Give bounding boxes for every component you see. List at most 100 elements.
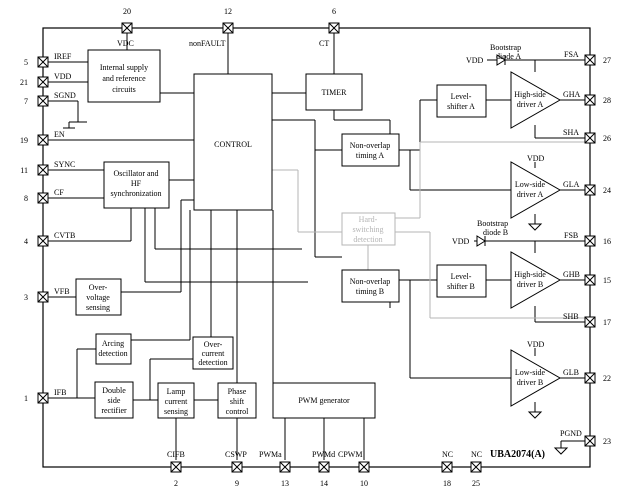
supply-block: Internal supply and reference circuits bbox=[87, 49, 161, 103]
pin-num-sha: 26 bbox=[603, 134, 611, 143]
timer-label: TIMER bbox=[322, 88, 348, 97]
pin-num-fsa: 27 bbox=[603, 56, 611, 65]
osc-label-1: Oscillator and bbox=[113, 169, 158, 178]
pin-name-sync: SYNC bbox=[54, 160, 75, 169]
ground-symbols bbox=[63, 122, 569, 455]
control-block: CONTROL bbox=[193, 73, 273, 211]
vdd-b-label: VDD bbox=[452, 237, 470, 246]
lsd-a-label-2: driver A bbox=[517, 190, 544, 199]
supply-label-2: and reference bbox=[102, 74, 146, 83]
pin-terminal-nc2 bbox=[470, 461, 482, 473]
lamp-label-2: current bbox=[165, 397, 188, 406]
hs-b-label-1: High-side bbox=[514, 270, 546, 279]
pin-terminal-pwma bbox=[279, 461, 291, 473]
pin-num-cvtb: 4 bbox=[24, 237, 28, 246]
pin-terminal-vfb bbox=[37, 291, 49, 303]
pin-terminal-nc1 bbox=[441, 461, 453, 473]
boot-b-label-2: diode B bbox=[483, 228, 508, 237]
nov-a-label-2: timing A bbox=[356, 151, 384, 160]
lsd-b-label-1: Low-side bbox=[515, 368, 546, 377]
pin-num-cpwm: 10 bbox=[360, 479, 368, 488]
pin-name-nonfault: nonFAULT bbox=[189, 39, 226, 48]
pin-num-nonfault: 12 bbox=[224, 7, 232, 16]
pin-num-vfb: 3 bbox=[24, 293, 28, 302]
pin-name-nc2: NC bbox=[471, 450, 482, 459]
arcing-label-2: detection bbox=[98, 349, 127, 358]
pwm-generator-block: PWM generator bbox=[272, 382, 376, 419]
pin-terminal-pwmd bbox=[318, 461, 330, 473]
low-side-driver-a: Low-side driver A bbox=[510, 161, 562, 219]
pin-name-glb: GLB bbox=[563, 368, 579, 377]
hard-switching-wires bbox=[272, 141, 590, 319]
boot-a-label-1: Bootstrap bbox=[490, 43, 521, 52]
pin-num-cf: 8 bbox=[24, 194, 28, 203]
overcurrent-label-2: current bbox=[202, 349, 225, 358]
ground-pgnd bbox=[553, 447, 569, 455]
lamp-label-3: sensing bbox=[164, 407, 188, 416]
hs-a-label-1: High-side bbox=[514, 90, 546, 99]
bootstrap-diode-a: Bootstrap diode A VDD bbox=[466, 43, 521, 66]
pin-num-fsb: 16 bbox=[603, 237, 611, 246]
pin-name-shb: SHB bbox=[563, 312, 579, 321]
ground-low-side-a bbox=[527, 223, 543, 231]
overcurrent-block: Over- current detection bbox=[192, 336, 234, 370]
pin-terminal-clfb bbox=[170, 461, 182, 473]
hs-a-label-2: driver A bbox=[517, 100, 544, 109]
pin-terminal-iref bbox=[37, 56, 49, 68]
ovp-label-3: sensing bbox=[86, 303, 110, 312]
nov-b-label-1: Non-overlap bbox=[350, 277, 390, 286]
overcurrent-label-3: detection bbox=[198, 358, 227, 367]
pin-name-ct: CT bbox=[319, 39, 329, 48]
pin-num-ifb: 1 bbox=[24, 394, 28, 403]
rectifier-label-1: Double bbox=[102, 386, 126, 395]
hard-switching-block: Hard- switching detection bbox=[341, 212, 396, 246]
pin-name-cswp: CSWP bbox=[225, 450, 247, 459]
supply-label-3: circuits bbox=[112, 85, 136, 94]
ls-b-label-2: shifter B bbox=[447, 282, 475, 291]
pin-num-pgnd: 23 bbox=[603, 437, 611, 446]
high-side-driver-a: High-side driver A bbox=[510, 71, 562, 129]
low-side-driver-b: Low-side driver B bbox=[510, 349, 562, 407]
lsd-a-label-1: Low-side bbox=[515, 180, 546, 189]
pin-name-fsa: FSA bbox=[564, 50, 579, 59]
pin-num-shb: 17 bbox=[603, 318, 611, 327]
pin-terminal-cf bbox=[37, 192, 49, 204]
pin-name-cf: CF bbox=[54, 188, 64, 197]
non-overlap-a-block: Non-overlap timing A bbox=[341, 133, 400, 167]
pin-name-iref: IREF bbox=[54, 52, 72, 61]
pin-name-pgnd: PGND bbox=[560, 429, 582, 438]
phase-shift-block: Phase shift control bbox=[217, 382, 257, 419]
pin-name-ifb: IFB bbox=[54, 388, 66, 397]
ovp-label-1: Over- bbox=[89, 283, 108, 292]
timer-block: TIMER bbox=[305, 73, 363, 111]
non-overlap-b-block: Non-overlap timing B bbox=[341, 269, 400, 303]
pin-name-vfb: VFB bbox=[54, 287, 70, 296]
high-side-driver-b: High-side driver B bbox=[510, 251, 562, 309]
pin-terminal-cpwm bbox=[358, 461, 370, 473]
pin-num-en: 19 bbox=[20, 136, 28, 145]
pin-num-pwma: 13 bbox=[281, 479, 289, 488]
rectifier-label-3: rectifier bbox=[101, 406, 127, 415]
hardsw-label-1: Hard- bbox=[359, 215, 378, 224]
hs-b-label-2: driver B bbox=[517, 280, 543, 289]
boot-b-label-1: Bootstrap bbox=[477, 219, 508, 228]
pin-terminal-vdc bbox=[121, 22, 133, 34]
phase-label-2: shift bbox=[230, 397, 245, 406]
pin-terminal-ghb bbox=[584, 274, 596, 286]
pin-terminal-en bbox=[37, 134, 49, 146]
chip-name: UBA2074(A) bbox=[490, 449, 545, 460]
pin-terminal-nonfault bbox=[222, 22, 234, 34]
hardsw-label-3: detection bbox=[353, 235, 382, 244]
pin-name-vdd: VDD bbox=[54, 72, 72, 81]
pin-name-clfb: CIFB bbox=[167, 450, 185, 459]
lsd-b-label-2: driver B bbox=[517, 378, 543, 387]
ls-a-label-1: Level- bbox=[451, 92, 472, 101]
vdd-glb-label: VDD bbox=[527, 340, 545, 349]
bootstrap-diode-b: Bootstrap diode B VDD bbox=[452, 219, 508, 247]
level-shifter-a-block: Level- shifter A bbox=[436, 84, 487, 118]
pin-name-en: EN bbox=[54, 130, 65, 139]
pin-name-gha: GHA bbox=[563, 90, 581, 99]
vdd-gla-label: VDD bbox=[527, 154, 545, 163]
hardsw-label-2: switching bbox=[352, 225, 383, 234]
